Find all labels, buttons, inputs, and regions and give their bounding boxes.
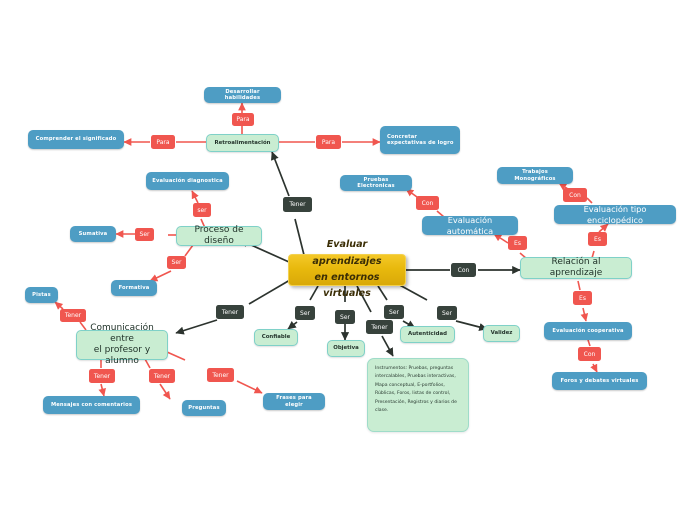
- node-evaluacion-tipo-enciclopedico[interactable]: Evaluación tipo enciclopédico: [554, 204, 676, 225]
- central-node-line2: en entornos virtuales: [314, 272, 380, 300]
- comunicacion-line2: el profesor y alumno: [93, 345, 151, 367]
- node-retroalimentacion[interactable]: Retroalimentación: [206, 134, 279, 152]
- edge-label-para-right[interactable]: Para: [316, 135, 341, 149]
- node-pistas[interactable]: Pistas: [25, 287, 58, 303]
- edge-label-es-enciclopedico[interactable]: Es: [588, 232, 607, 246]
- edge-label-tener-retroalimentacion[interactable]: Tener: [283, 197, 312, 212]
- node-foros-y-debates-virtuales[interactable]: Foros y debates virtuales: [552, 372, 647, 390]
- node-concretar-expectativas-de-logro[interactable]: Concretar expectativas de logro: [380, 126, 460, 154]
- node-relacion-al-aprendizaje[interactable]: Relación al aprendizaje: [520, 257, 632, 279]
- edge-label-con-monograficos[interactable]: Con: [563, 188, 587, 202]
- node-confiable[interactable]: Confiable: [254, 329, 298, 346]
- node-autenticidad[interactable]: Autenticidad: [400, 326, 455, 343]
- node-frases-para-elegir[interactable]: Frases para elegir: [263, 393, 325, 410]
- edge-label-tener-preguntas[interactable]: Tener: [149, 369, 175, 383]
- node-pruebas-electronicas[interactable]: Pruebas Electronicas: [340, 175, 412, 191]
- edge-label-tener-comunicacion[interactable]: Tener: [216, 305, 244, 319]
- edge-label-ser-objetiva[interactable]: Ser: [335, 310, 355, 324]
- comunicacion-line1: Comunicación entre: [90, 322, 154, 344]
- edge-label-tener-frases[interactable]: Tener: [207, 368, 234, 382]
- edge-label-ser-autenticidad[interactable]: Ser: [384, 305, 404, 319]
- node-comunicacion-profesor-alumno[interactable]: Comunicación entre el profesor y alumno: [76, 323, 168, 366]
- node-objetiva[interactable]: Objetiva: [327, 340, 365, 357]
- node-validez[interactable]: Validez: [483, 325, 520, 342]
- node-proceso-de-diseno[interactable]: Proceso de diseño: [176, 225, 262, 246]
- node-evaluacion-diagnostica[interactable]: Evaluación diagnostica: [146, 172, 229, 190]
- edge-label-con-relacion[interactable]: Con: [451, 263, 476, 277]
- node-comprender-el-significado[interactable]: Comprender el significado: [28, 130, 124, 149]
- node-sumativa[interactable]: Sumativa: [70, 226, 116, 242]
- node-evaluacion-cooperativa[interactable]: Evaluación cooperativa: [544, 322, 632, 340]
- edge-label-tener-instrumentos[interactable]: Tener: [366, 320, 393, 334]
- edge-label-ser-formativa[interactable]: Ser: [167, 256, 186, 269]
- node-mensajes-con-comentarios[interactable]: Mensajes con comentarios: [43, 396, 140, 414]
- edge-label-con-pruebas-electronicas[interactable]: Con: [416, 196, 439, 210]
- edge-label-tener-pistas[interactable]: Tener: [60, 309, 86, 322]
- central-node[interactable]: Evaluar aprendizajes en entornos virtual…: [288, 239, 406, 299]
- node-evaluacion-automatica[interactable]: Evaluación automática: [422, 215, 518, 236]
- node-preguntas[interactable]: Preguntas: [182, 400, 226, 416]
- edge-label-con-foros[interactable]: Con: [578, 347, 601, 361]
- edge-label-es-cooperativa[interactable]: Es: [573, 291, 592, 305]
- edge-label-para-left[interactable]: Para: [151, 135, 175, 149]
- edge-label-ser-diagnostica[interactable]: ser: [193, 203, 211, 217]
- edge-label-tener-mensajes[interactable]: Tener: [89, 369, 115, 383]
- node-instrumentos-note[interactable]: Instrumentos: Pruebas, preguntas interca…: [367, 358, 469, 432]
- edge-label-ser-validez[interactable]: Ser: [437, 306, 457, 320]
- central-node-line1: Evaluar aprendizajes: [312, 239, 382, 267]
- node-trabajos-monograficos[interactable]: Trabajos Monográficos: [497, 167, 573, 184]
- node-desarrollar-habilidades[interactable]: Desarrollar habilidades: [204, 87, 281, 103]
- edge-label-es-automatica[interactable]: Es: [508, 236, 527, 250]
- node-formativa[interactable]: Formativa: [111, 280, 157, 296]
- edge-label-ser-confiable[interactable]: Ser: [295, 306, 315, 320]
- edge-label-ser-sumativa[interactable]: Ser: [135, 228, 154, 241]
- edge-label-para-top[interactable]: Para: [232, 113, 254, 126]
